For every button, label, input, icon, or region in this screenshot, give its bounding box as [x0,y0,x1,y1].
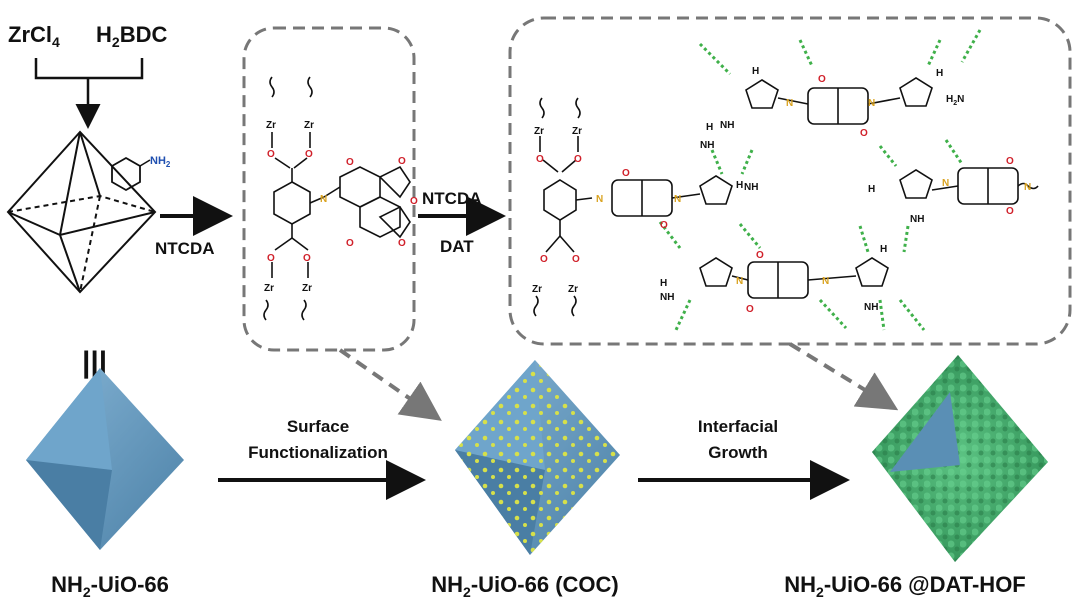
svg-text:H2N: H2N [946,94,964,107]
svg-text:O: O [746,304,754,315]
reagent-zrcl4: ZrCl4 [8,22,60,50]
crystal-nh2-uio-66 [26,368,184,550]
svg-text:Zr: Zr [304,120,314,131]
svg-text:H: H [880,244,887,255]
svg-text:NH: NH [700,140,714,151]
svg-text:O: O [540,254,548,265]
svg-text:N: N [320,194,327,205]
svg-text:H: H [660,278,667,289]
wireframe-octahedron [6,130,157,294]
svg-text:O: O [346,238,354,249]
svg-text:O: O [536,154,544,165]
svg-text:O: O [572,254,580,265]
svg-text:ZrCl4: ZrCl4 [8,22,60,50]
svg-text:O: O [622,168,630,179]
svg-text:O: O [303,253,311,264]
label-growth: Growth [708,443,768,462]
label-step2-ntcda: NTCDA [422,189,482,208]
svg-text:H: H [868,184,875,195]
svg-text:NH2: NH2 [150,155,171,169]
svg-text:O: O [1006,206,1014,217]
svg-text:NH: NH [660,292,674,303]
label-functionalization: Functionalization [248,443,388,462]
product-label-1: NH2-UiO-66 [51,572,169,600]
reagent-combine-bracket [34,58,144,124]
svg-text:O: O [574,154,582,165]
product-label-3: NH2-UiO-66 @DAT-HOF [784,572,1026,600]
svg-text:N: N [736,276,743,287]
svg-text:N: N [942,178,949,189]
crystal-coc [455,360,620,555]
svg-text:H2BDC: H2BDC [96,22,167,50]
reagent-h2bdc: H2BDC [96,22,167,50]
label-surface: Surface [287,417,349,436]
svg-text:O: O [660,220,668,231]
svg-text:O: O [818,74,826,85]
svg-text:O: O [398,238,406,249]
svg-text:O: O [267,253,275,264]
hof-network [533,77,1039,317]
svg-text:H: H [936,68,943,79]
svg-text:H: H [706,122,713,133]
svg-text:N: N [596,194,603,205]
label-step1: NTCDA [155,239,215,258]
svg-text:N: N [1024,182,1031,193]
aminobenzene-substituent: NH2 [111,155,171,192]
svg-text:Zr: Zr [302,283,312,294]
crystal-hof [872,355,1048,562]
hof-atom-labels: Zr Zr O O O O Zr Zr N N N N N N N N O O … [532,66,1031,315]
svg-text:N: N [674,194,681,205]
label-interfacial: Interfacial [698,417,778,436]
svg-text:O: O [1006,156,1014,167]
svg-text:NH: NH [720,120,734,131]
dashed-arrow-to-hof [788,342,899,411]
svg-text:O: O [305,149,313,160]
svg-text:H: H [752,66,759,77]
molecule-box-2 [508,16,1072,346]
svg-text:Zr: Zr [264,283,274,294]
svg-text:NH: NH [864,302,878,313]
product-label-2: NH2-UiO-66 (COC) [431,572,618,600]
svg-text:Zr: Zr [568,284,578,295]
coc-atom-labels: Zr Zr O O O O Zr Zr N O O O O O [264,120,418,294]
svg-text:N: N [822,276,829,287]
svg-text:Zr: Zr [266,120,276,131]
svg-text:NH: NH [744,182,758,193]
svg-text:NH: NH [910,214,924,225]
svg-text:Zr: Zr [572,126,582,137]
svg-text:O: O [410,196,418,207]
svg-text:Zr: Zr [534,126,544,137]
svg-text:O: O [860,128,868,139]
label-step2-dat: DAT [440,237,474,256]
svg-text:O: O [398,156,406,167]
svg-text:N: N [868,98,875,109]
svg-text:O: O [267,149,275,160]
molecule-box-1 [242,26,416,352]
svg-text:N: N [786,98,793,109]
dashed-arrow-to-coc [338,348,442,421]
svg-text:Zr: Zr [532,284,542,295]
svg-text:O: O [346,157,354,168]
coc-molecule [263,76,411,321]
hydrogen-bonds [658,29,982,331]
svg-text:O: O [756,250,764,261]
svg-text:H: H [736,180,743,191]
